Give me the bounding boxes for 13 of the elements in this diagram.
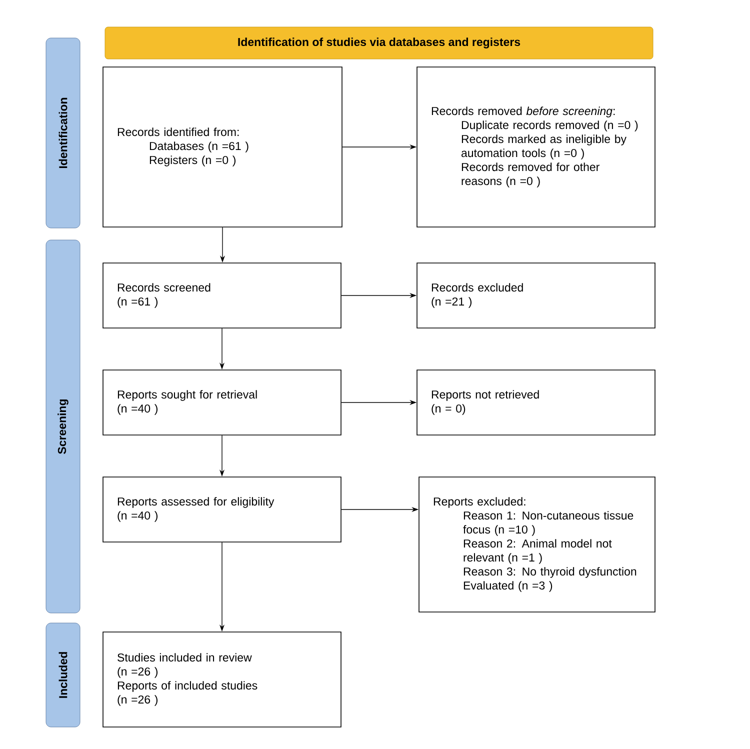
phase-label-bar: Included	[46, 622, 80, 728]
process-box: Studies included in review (n =26 ) Reports of included studies (n =26 )	[102, 632, 342, 728]
header-banner: Identification of studies via databases and registers	[104, 26, 654, 60]
process-box: Records removed before screening: Duplicate records removed (n =0 ) Records marked as ineligible by automation tools (n =0 ) Records removed for other reasons (n =0 )	[416, 66, 656, 228]
process-box: Records excluded (n =21 )	[416, 262, 656, 328]
process-box: Records screened (n =61 )	[102, 262, 342, 328]
phase-label-bar: Identification	[46, 38, 80, 228]
process-box: Reports excluded: Reason 1: Non-cutaneous tissue focus (n =10 ) Reason 2: Animal model not relevant (n =1 ) Reason 3: No thyroid dysfunction Evaluated (n =3 )	[418, 476, 656, 612]
process-box: Records identified from: Databases (n =61 ) Registers (n =0 )	[102, 66, 342, 228]
phase-label-bar: Screening	[46, 240, 80, 614]
process-box: Reports not retrieved (n = 0)	[416, 370, 656, 436]
process-box: Reports sought for retrieval (n =40 )	[102, 370, 342, 436]
process-box: Reports assessed for eligibility (n =40 )	[102, 476, 342, 542]
